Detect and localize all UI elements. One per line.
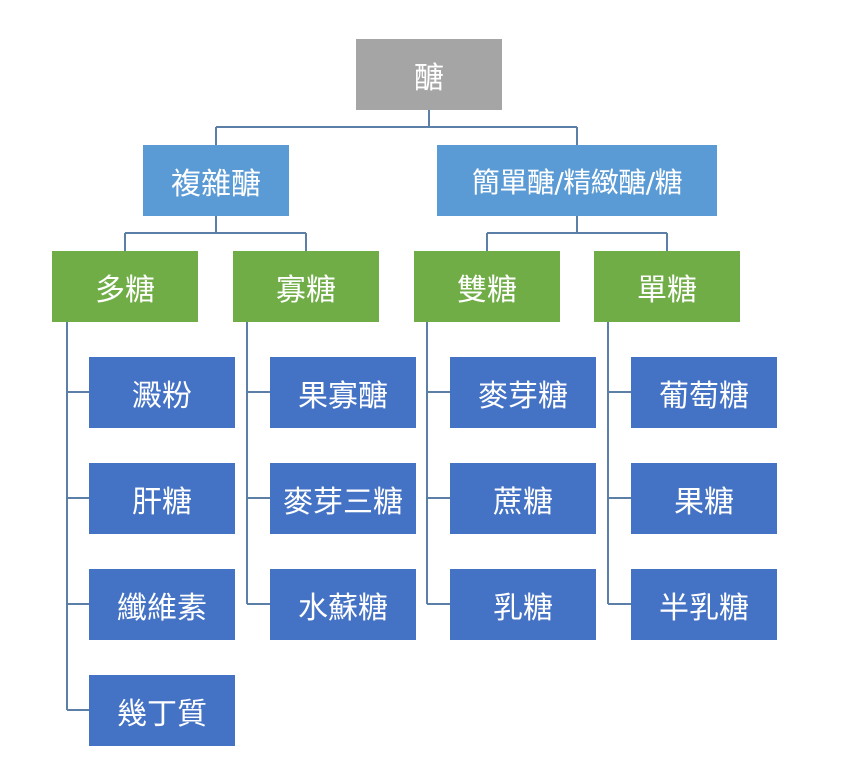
root-node: 醣 [356, 39, 502, 110]
leaf-label: 纖維素 [117, 590, 207, 626]
disaccharide-node: 雙糖 [414, 251, 560, 322]
leaf-label: 乳糖 [493, 590, 553, 626]
leaf-label: 麥芽糖 [478, 378, 568, 414]
leaf-label: 葡萄糖 [659, 378, 749, 414]
leaf-label: 麥芽三糖 [283, 484, 403, 520]
leaf-cellulose: 纖維素 [89, 569, 235, 640]
simple-carbohydrate-node: 簡單醣/精緻醣/糖 [437, 145, 717, 216]
leaf-chitin: 幾丁質 [89, 675, 235, 746]
leaf-maltotriose: 麥芽三糖 [270, 463, 416, 534]
leaf-galactose: 半乳糖 [631, 569, 777, 640]
root-label: 醣 [414, 60, 444, 96]
connector-monosaccharide-leaves [607, 322, 631, 605]
complex-carbohydrate-node: 複雜醣 [143, 145, 289, 216]
leaf-label: 果寡醣 [298, 378, 388, 414]
connector-oligosaccharide-leaves [246, 322, 270, 605]
connector-complex-to-children [124, 216, 307, 251]
leaf-fructose: 果糖 [631, 463, 777, 534]
connector-polysaccharide-leaves [66, 322, 89, 711]
simple-carbohydrate-label: 簡單醣/精緻醣/糖 [471, 165, 683, 199]
leaf-label: 幾丁質 [117, 696, 207, 732]
complex-carbohydrate-label: 複雜醣 [171, 166, 261, 202]
leaf-glucose: 葡萄糖 [631, 357, 777, 428]
leaf-label: 水蘇糖 [298, 590, 388, 626]
oligosaccharide-node: 寡糖 [233, 251, 379, 322]
leaf-fructooligosaccharide: 果寡醣 [270, 357, 416, 428]
leaf-label: 澱粉 [132, 378, 192, 414]
leaf-label: 果糖 [674, 484, 734, 520]
leaf-label: 肝糖 [132, 484, 192, 520]
leaf-maltose: 麥芽糖 [450, 357, 596, 428]
leaf-stachyose: 水蘇糖 [270, 569, 416, 640]
monosaccharide-label: 單糖 [637, 272, 697, 308]
leaf-label: 半乳糖 [659, 590, 749, 626]
polysaccharide-label: 多糖 [95, 272, 155, 308]
disaccharide-label: 雙糖 [457, 272, 517, 308]
leaf-starch: 澱粉 [89, 357, 235, 428]
leaf-label: 蔗糖 [493, 484, 553, 520]
polysaccharide-node: 多糖 [52, 251, 198, 322]
leaf-lactose: 乳糖 [450, 569, 596, 640]
connector-disaccharide-leaves [426, 322, 450, 605]
leaf-glycogen: 肝糖 [89, 463, 235, 534]
connector-simple-to-children [486, 216, 668, 251]
connector-root-to-level1 [215, 110, 578, 145]
oligosaccharide-label: 寡糖 [276, 272, 336, 308]
leaf-sucrose: 蔗糖 [450, 463, 596, 534]
monosaccharide-node: 單糖 [594, 251, 740, 322]
